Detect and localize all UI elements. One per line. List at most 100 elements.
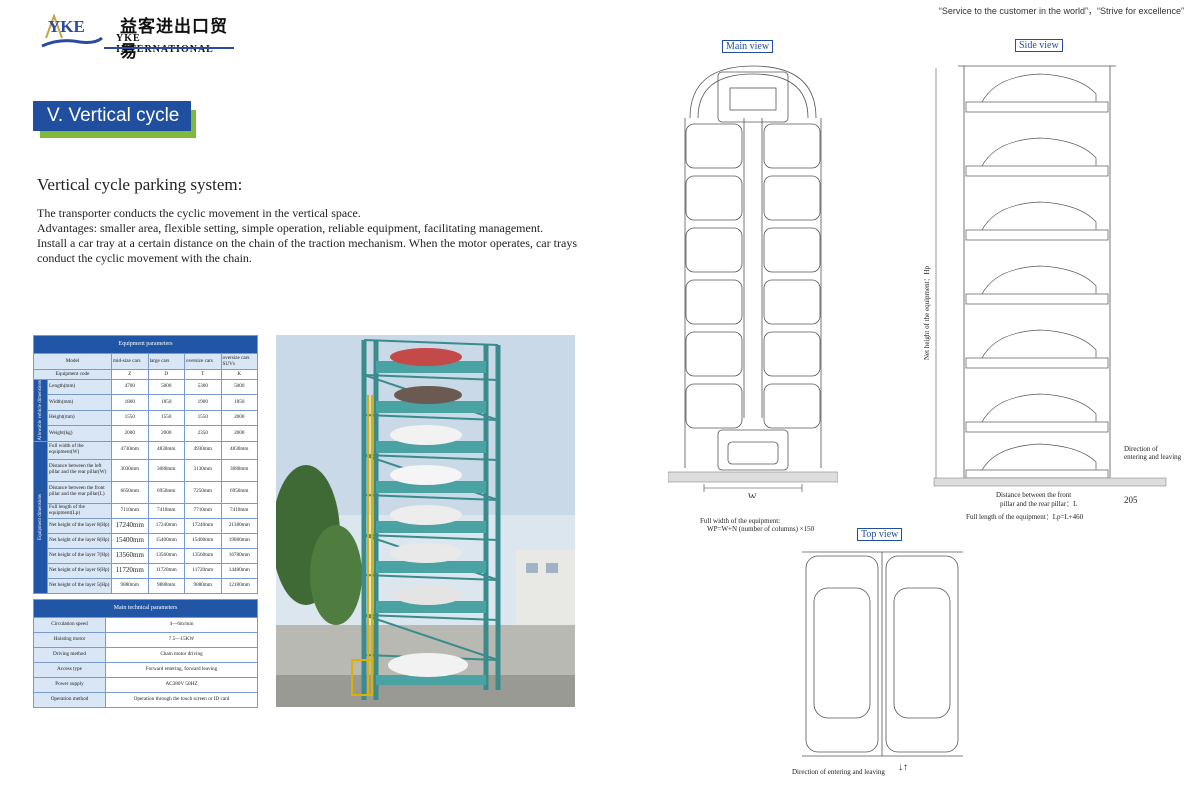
side-distance-2: pillar and the rear pillar：L [1000,500,1078,508]
cell: 1550 [184,409,222,427]
row-label: Net height of the layer 7(Hp) [47,547,112,564]
cell: 14480mm [220,562,258,579]
row-label: Width(mm) [47,394,112,411]
cell: 1900 [184,394,222,411]
cell: 16780mm [220,547,258,564]
cell: 13560mm [147,547,185,564]
model-name: mid-size cars [111,353,149,370]
row-label: Distance between the left pillar and the… [47,458,112,482]
row-label: Net height of the layer 8(Hp) [47,532,112,549]
company-logo: YKE 益客进出口贸易 YKE INTERNATIONAL [40,8,240,61]
side-205: 205 [1124,495,1138,505]
main-caption-2: WP=W+N (number of columns) ×150 [707,525,815,533]
model-label: Model [33,353,112,370]
model-name: oversize cars [184,353,222,370]
side-view-car-trays [965,73,1109,479]
cell: 4730mm [111,440,149,460]
side-full-length: Full length of the equipment：Lp=L+460 [966,513,1084,521]
cell: 6950mm [220,480,258,504]
side-view-label: Side view [1015,39,1063,52]
code-value: D [147,369,185,380]
cell: 3080mm [220,458,258,482]
company-name-cn: 益客进出口贸易 [120,17,228,61]
cell: 12180mm [220,577,258,594]
cell: 7710mm [184,502,222,519]
cell: 17240mm [147,517,185,534]
parking-tower-photo [276,335,575,707]
description-line-2: Advantages: smaller area, flexible setti… [37,221,544,235]
description-line-1: The transporter conducts the cyclic move… [37,206,361,220]
cell: 2000 [147,425,185,442]
top-view-label: Top view [857,528,903,541]
cell: 17240mm [184,517,222,534]
cell: 9880mm [184,577,222,594]
row-label: Power supply [33,677,106,693]
cell: 11720mm [111,562,149,579]
cell: 7110mm [111,502,149,519]
technical-parameters-table: Main technical parameters Circulation sp… [33,599,258,708]
code-label: Equipment code [33,369,112,380]
cell: 13560mm [184,547,222,564]
main-view-drawing: W [668,65,838,498]
model-name: oversize cars SUVs [220,353,258,370]
cell: 21380mm [220,517,258,534]
up-down-arrow-icon: ↓↑ [898,762,908,773]
technical-table-title: Main technical parameters [33,599,258,618]
logo-underline [104,47,234,49]
section-heading: Vertical cycle parking system: [37,175,243,194]
cell: 9880mm [147,577,185,594]
cell: 1850 [147,394,185,411]
side-direction-2: entering and leaving [1124,453,1182,461]
cell: Operation through the touch screen or ID… [105,692,258,708]
row-label: Distance between the front pillar and th… [47,480,112,504]
cell: 2000 [220,425,258,442]
cell: 1550 [111,409,149,427]
cell: 7250mm [184,480,222,504]
main-view-label: Main view [722,40,774,53]
cell: Forward entering, forward leaving [105,662,258,678]
row-label: Weight(kg) [47,425,112,442]
side-view-height: Net height of the equipment：Hp [923,265,931,360]
row-label: Net height of the layer 6(Hp) [47,562,112,579]
row-label: Operation method [33,692,106,708]
cell: 13560mm [111,547,149,564]
cell: 15400mm [111,532,149,549]
row-label: Net height of the layer 8(Hp) [47,517,112,534]
cell: 1800 [111,394,149,411]
cell: 7410mm [220,502,258,519]
cell: 2000 [111,425,149,442]
cell: 5000 [220,378,258,396]
cell: Chain motor driving [105,647,258,663]
cell: 4—6m/min [105,617,258,633]
row-label: Hoisting motor [33,632,106,648]
row-label: Length(mm) [47,378,112,396]
cell: 5000 [147,378,185,396]
description-line-3: Install a car tray at a certain distance… [37,236,577,265]
logo-mark-icon: YKE [41,13,103,48]
cell: 15400mm [184,532,222,549]
row-label: Full length of the equipment(Lp) [47,502,112,519]
slogan: “Service to the customer in the world”，“… [938,6,1184,16]
logo-mark-text: YKE [48,17,85,36]
cell: 1550 [147,409,185,427]
code-value: K [220,369,258,380]
top-direction: Direction of entering and leaving [792,768,885,776]
cell: 4830mm [220,440,258,460]
cell: 2000 [220,409,258,427]
cell: 19080mm [220,532,258,549]
code-value: T [184,369,222,380]
row-label: Full width of the equipment(W) [47,440,112,460]
equipment-table-title: Equipment parameters [33,335,258,354]
cell: 17240mm [111,517,149,534]
top-view-drawing [802,551,963,757]
code-value: Z [111,369,149,380]
main-view-trays [685,123,821,471]
cell: 7410mm [147,502,185,519]
row-label: Height(mm) [47,409,112,427]
cell: 1850 [220,394,258,411]
side-distance-1: Distance between the front [996,491,1072,499]
side-direction-1: Direction of [1124,445,1159,453]
cell: 15400mm [147,532,185,549]
cell: 11720mm [184,562,222,579]
cell: 4930mm [184,440,222,460]
